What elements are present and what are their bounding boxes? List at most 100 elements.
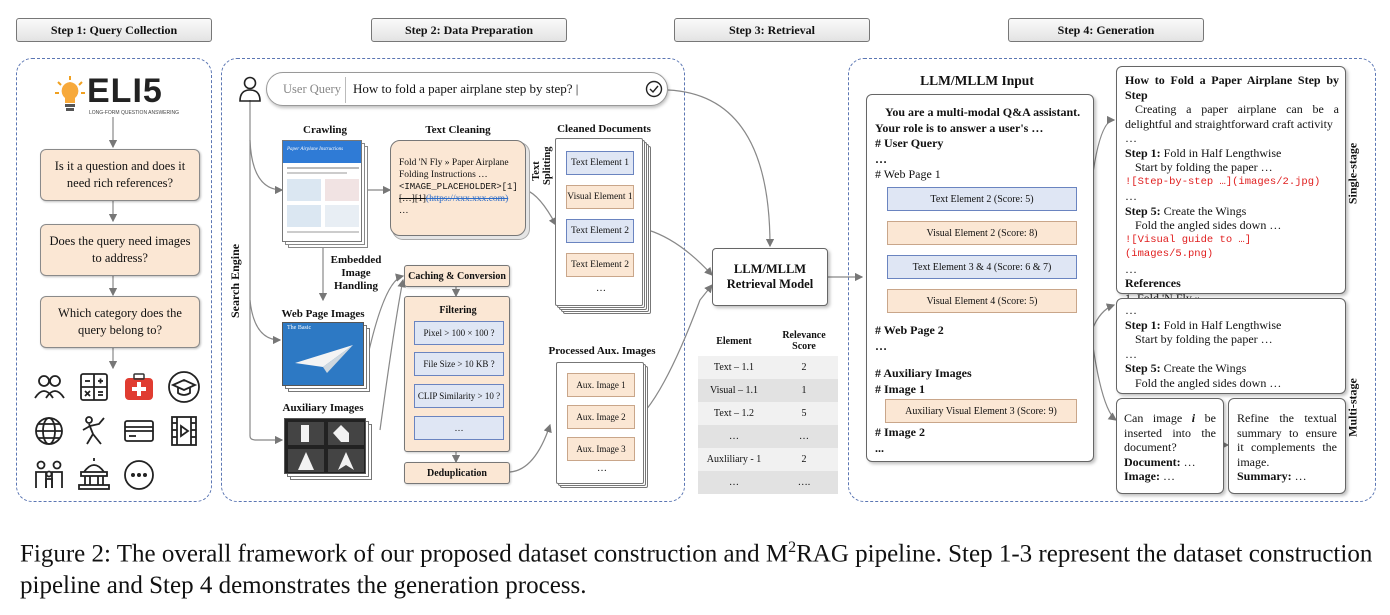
doc-element-more: … [596,283,606,294]
question-rich-references: Is it a question and does it need rich r… [40,149,200,201]
clean-line-4: (https://xxx.xxx.com) [425,194,509,204]
paper-airplane-icon [295,345,353,373]
summary-dots: … [1294,469,1307,483]
web-page-1-heading: # Web Page 1 [875,167,941,181]
webpage-title: Paper Airplane Instructions [287,147,344,152]
more-icon [124,460,154,490]
table-header-element: Element [698,326,770,356]
check-circle-icon[interactable] [645,80,663,98]
multi-dots-1: … [1125,303,1137,317]
image-2-heading: # Image 2 [875,425,925,439]
lightbulb-icon [55,76,85,111]
table-row: ……. [698,471,838,494]
user-query-heading: # User Query [875,136,944,150]
multi-stage-output: … Step 1: Fold in Half Lengthwise Start … [1116,298,1346,394]
single-img-5: ![Visual guide to …](images/5.png) [1125,233,1252,261]
auxiliary-images-label: Auxiliary Images [282,402,364,414]
query-label: User Query [283,82,341,96]
img-label: Image: [1124,469,1160,483]
step-2-panel [221,58,685,502]
runner-icon [82,416,105,445]
summary-label: Summary: [1237,469,1292,483]
caption-pre: Figure 2: The overall framework of our p… [20,540,789,568]
web-image-caption: The Basic [287,325,312,331]
image-1-heading: # Image 1 [875,381,925,396]
input-element-1: Text Element 2 (Score: 5) [887,187,1077,211]
single-s1-label: Step 1: [1125,145,1161,160]
caching-box: Caching & Conversion [404,265,510,287]
dedup-box: Deduplication [404,462,510,484]
single-img-1: ![Step-by-step …](images/2.jpg) [1125,175,1321,188]
ellipsis-3: ... [875,440,884,455]
user-icon [239,76,261,102]
single-s1-body: Start by folding the paper … [1135,160,1273,174]
clean-line-2: Folding Instructions … [399,170,488,180]
aux-item-3: Aux. Image 3 [567,437,635,461]
figure-caption: Figure 2: The overall framework of our p… [20,532,1380,602]
input-aux-element: Auxiliary Visual Element 3 (Score: 9) [885,399,1077,423]
step-1-header: Step 1: Query Collection [16,18,212,42]
single-s1-title: Fold in Half Lengthwise [1160,145,1282,160]
multi-s1-title: Fold in Half Lengthwise [1160,317,1282,332]
processed-aux-stack: Aux. Image 1 Aux. Image 2 Aux. Image 3 … [556,362,648,488]
question-category: Which category does the query belong to? [40,296,200,348]
retrieval-model-box: LLM/MLLM Retrieval Model [712,248,828,306]
input-element-3: Text Element 3 & 4 (Score: 6 & 7) [887,255,1077,279]
query-bar[interactable]: User Query How to fold a paper airplane … [266,72,668,106]
clean-line-3: <IMAGE_PLACEHOLDER>[1] [399,182,518,192]
multi-s5-title: Create the Wings [1160,361,1247,375]
multi-s5-label: Step 5: [1125,361,1161,375]
step-1-panel [16,58,212,502]
calculator-icon [80,373,108,401]
caption-sup: 2 [788,539,797,556]
logo-subtitle: LONG-FORM QUESTION ANSWERING [89,110,180,116]
query-input[interactable]: How to fold a paper airplane step by ste… [353,81,579,96]
doc-element-2: Visual Element 1 [566,185,634,209]
cleaned-documents-label: Cleaned Documents [557,123,651,135]
multi-s1-label: Step 1: [1125,317,1161,332]
step-4-panel [848,58,1376,502]
llm-input-card: You are a multi-modal Q&A assistant. You… [866,94,1094,462]
ellipsis-1: … [875,151,887,166]
web-page-2-heading: # Web Page 2 [875,323,944,337]
input-element-2: Visual Element 2 (Score: 8) [887,221,1077,245]
category-icons [30,370,200,495]
q-post: be inserted into the document? [1124,411,1216,454]
doc-element-3: Text Element 2 [566,219,634,243]
family-icon [35,460,63,488]
logo-text: ELI5 [87,72,163,110]
graduation-cap-icon [168,371,200,403]
filtering-title: Filtering [439,305,477,316]
single-stage-label: Single-stage [1345,142,1360,205]
crawled-webpage-stack: Paper Airplane Instructions [282,140,368,248]
single-stage-output: How to Fold a Paper Airplane Step by Ste… [1116,66,1346,305]
ellipsis-2: … [875,338,887,353]
search-engine-label: Search Engine [228,243,242,318]
cleaned-text-card: Fold 'N Fly » Paper Airplane Folding Ins… [390,140,526,236]
doc-element-4: Text Element 2 [566,253,634,277]
single-title: How to Fold a Paper Airplane Step by Ste… [1125,73,1339,102]
single-intro: Creating a paper airplane can be a delig… [1125,102,1339,131]
q-pre: Can image [1124,411,1192,425]
doc-element-1: Text Element 1 [566,151,634,175]
credit-card-icon [124,420,154,442]
clean-prefix: […][1] [399,194,426,204]
film-icon [171,416,197,446]
processed-aux-label: Processed Aux. Images [548,345,656,357]
text-splitting-label: Text Splitting [531,146,553,185]
query-divider [345,77,346,103]
multi-s1-body: Start by folding the paper … [1135,332,1273,346]
folding-steps-image [284,418,366,474]
eli5-logo: ELI5 LONG-FORM QUESTION ANSWERING [55,72,179,122]
aux-item-more: … [597,463,607,474]
refine-card: Refine the textual summary to ensure it … [1228,398,1346,494]
single-s5-title: Create the Wings [1160,203,1247,218]
single-s5-label: Step 5: [1125,203,1161,218]
step-2-header: Step 2: Data Preparation [371,18,567,42]
webpage-thumbnail: Paper Airplane Instructions [282,140,362,242]
